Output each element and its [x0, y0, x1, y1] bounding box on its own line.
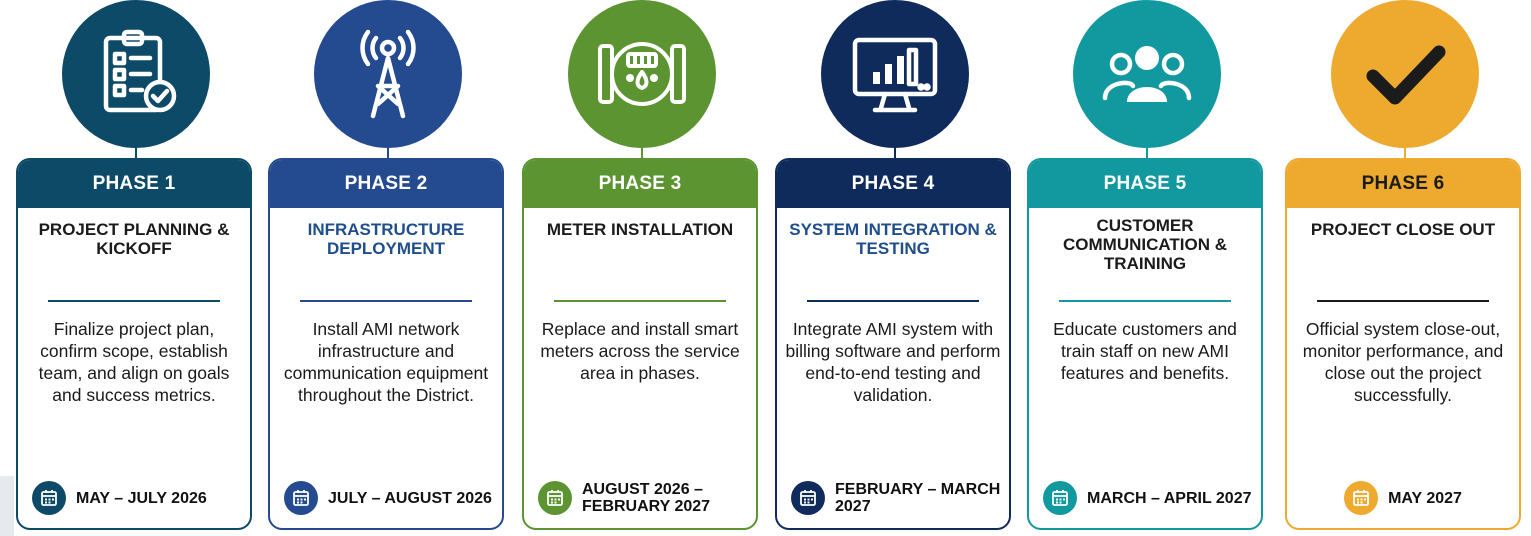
phase-date: JULY – AUGUST 2026 [284, 478, 496, 518]
connector [135, 146, 137, 160]
people-group-icon [1073, 0, 1221, 148]
connector [641, 146, 643, 160]
phase-card: PHASE 1 PROJECT PLANNING & KICKOFF Final… [16, 158, 252, 530]
phase-6: PHASE 6 PROJECT CLOSE OUT Official syste… [1285, 0, 1525, 536]
phase-card: PHASE 2 INFRASTRUCTURE DEPLOYMENT Instal… [268, 158, 504, 530]
calendar-icon [284, 481, 318, 515]
phase-card: PHASE 4 SYSTEM INTEGRATION & TESTING Int… [775, 158, 1011, 530]
connector [387, 146, 389, 160]
phase-label: PHASE 1 [18, 160, 250, 208]
water-meter-icon [568, 0, 716, 148]
connector [1404, 146, 1406, 160]
phase-title: METER INSTALLATION [546, 220, 734, 239]
radio-tower-icon [314, 0, 462, 148]
phase-5: PHASE 5 CUSTOMER COMMUNICATION & TRAININ… [1027, 0, 1267, 536]
phase-date: MARCH – APRIL 2027 [1043, 478, 1255, 518]
date-text: FEBRUARY – MARCH 2027 [835, 481, 1001, 515]
calendar-icon [1043, 481, 1077, 515]
phase-description: Install AMI network infrastructure and c… [283, 319, 489, 405]
divider [1059, 300, 1231, 302]
phase-description: Replace and install smart meters across … [540, 319, 740, 383]
phase-label: PHASE 3 [524, 160, 756, 208]
phase-date: AUGUST 2026 – FEBRUARY 2027 [538, 478, 750, 518]
phase-label: PHASE 2 [270, 160, 502, 208]
phase-description: Integrate AMI system with billing softwa… [785, 319, 1001, 405]
connector [894, 146, 896, 160]
divider [554, 300, 726, 302]
divider [48, 300, 220, 302]
phase-description: Official system close-out, monitor perfo… [1302, 319, 1504, 405]
checklist-icon [62, 0, 210, 148]
phase-date: MAY – JULY 2026 [32, 478, 244, 518]
checkmark-icon [1331, 0, 1479, 148]
phase-description: Educate customers and train staff on new… [1053, 319, 1237, 383]
date-text: AUGUST 2026 – FEBRUARY 2027 [582, 481, 711, 515]
phase-title: SYSTEM INTEGRATION & TESTING [789, 220, 997, 258]
corner-shape [0, 476, 14, 536]
date-text: MARCH – APRIL 2027 [1087, 489, 1252, 507]
calendar-icon [791, 481, 825, 515]
phase-card: PHASE 3 METER INSTALLATION Replace and i… [522, 158, 758, 530]
date-text: MAY 2027 [1388, 489, 1462, 507]
phase-label: PHASE 4 [777, 160, 1009, 208]
divider [807, 300, 979, 302]
phase-title: CUSTOMER COMMUNICATION & TRAINING [1063, 216, 1227, 273]
connector [1146, 146, 1148, 160]
phase-1: PHASE 1 PROJECT PLANNING & KICKOFF Final… [16, 0, 256, 536]
monitor-chart-icon [821, 0, 969, 148]
phase-2: PHASE 2 INFRASTRUCTURE DEPLOYMENT Instal… [268, 0, 508, 536]
phase-card: PHASE 5 CUSTOMER COMMUNICATION & TRAININ… [1027, 158, 1263, 530]
phase-title: PROJECT CLOSE OUT [1310, 220, 1496, 239]
phase-label: PHASE 5 [1029, 160, 1261, 208]
calendar-icon [538, 481, 572, 515]
calendar-icon [32, 481, 66, 515]
phase-title: PROJECT PLANNING & KICKOFF [38, 220, 230, 258]
calendar-icon [1344, 481, 1379, 515]
phase-card: PHASE 6 PROJECT CLOSE OUT Official syste… [1285, 158, 1521, 530]
phase-date: FEBRUARY – MARCH 2027 [791, 478, 1003, 518]
date-text: JULY – AUGUST 2026 [328, 489, 492, 507]
phase-3: PHASE 3 METER INSTALLATION Replace and i… [522, 0, 762, 536]
phase-description: Finalize project plan, confirm scope, es… [38, 319, 230, 405]
phase-label: PHASE 6 [1287, 160, 1519, 208]
phase-title: INFRASTRUCTURE DEPLOYMENT [307, 220, 465, 258]
phase-date: MAY 2027 [1293, 478, 1513, 518]
phase-4: PHASE 4 SYSTEM INTEGRATION & TESTING Int… [775, 0, 1015, 536]
divider [300, 300, 472, 302]
date-text: MAY – JULY 2026 [76, 489, 207, 507]
divider [1317, 300, 1489, 302]
